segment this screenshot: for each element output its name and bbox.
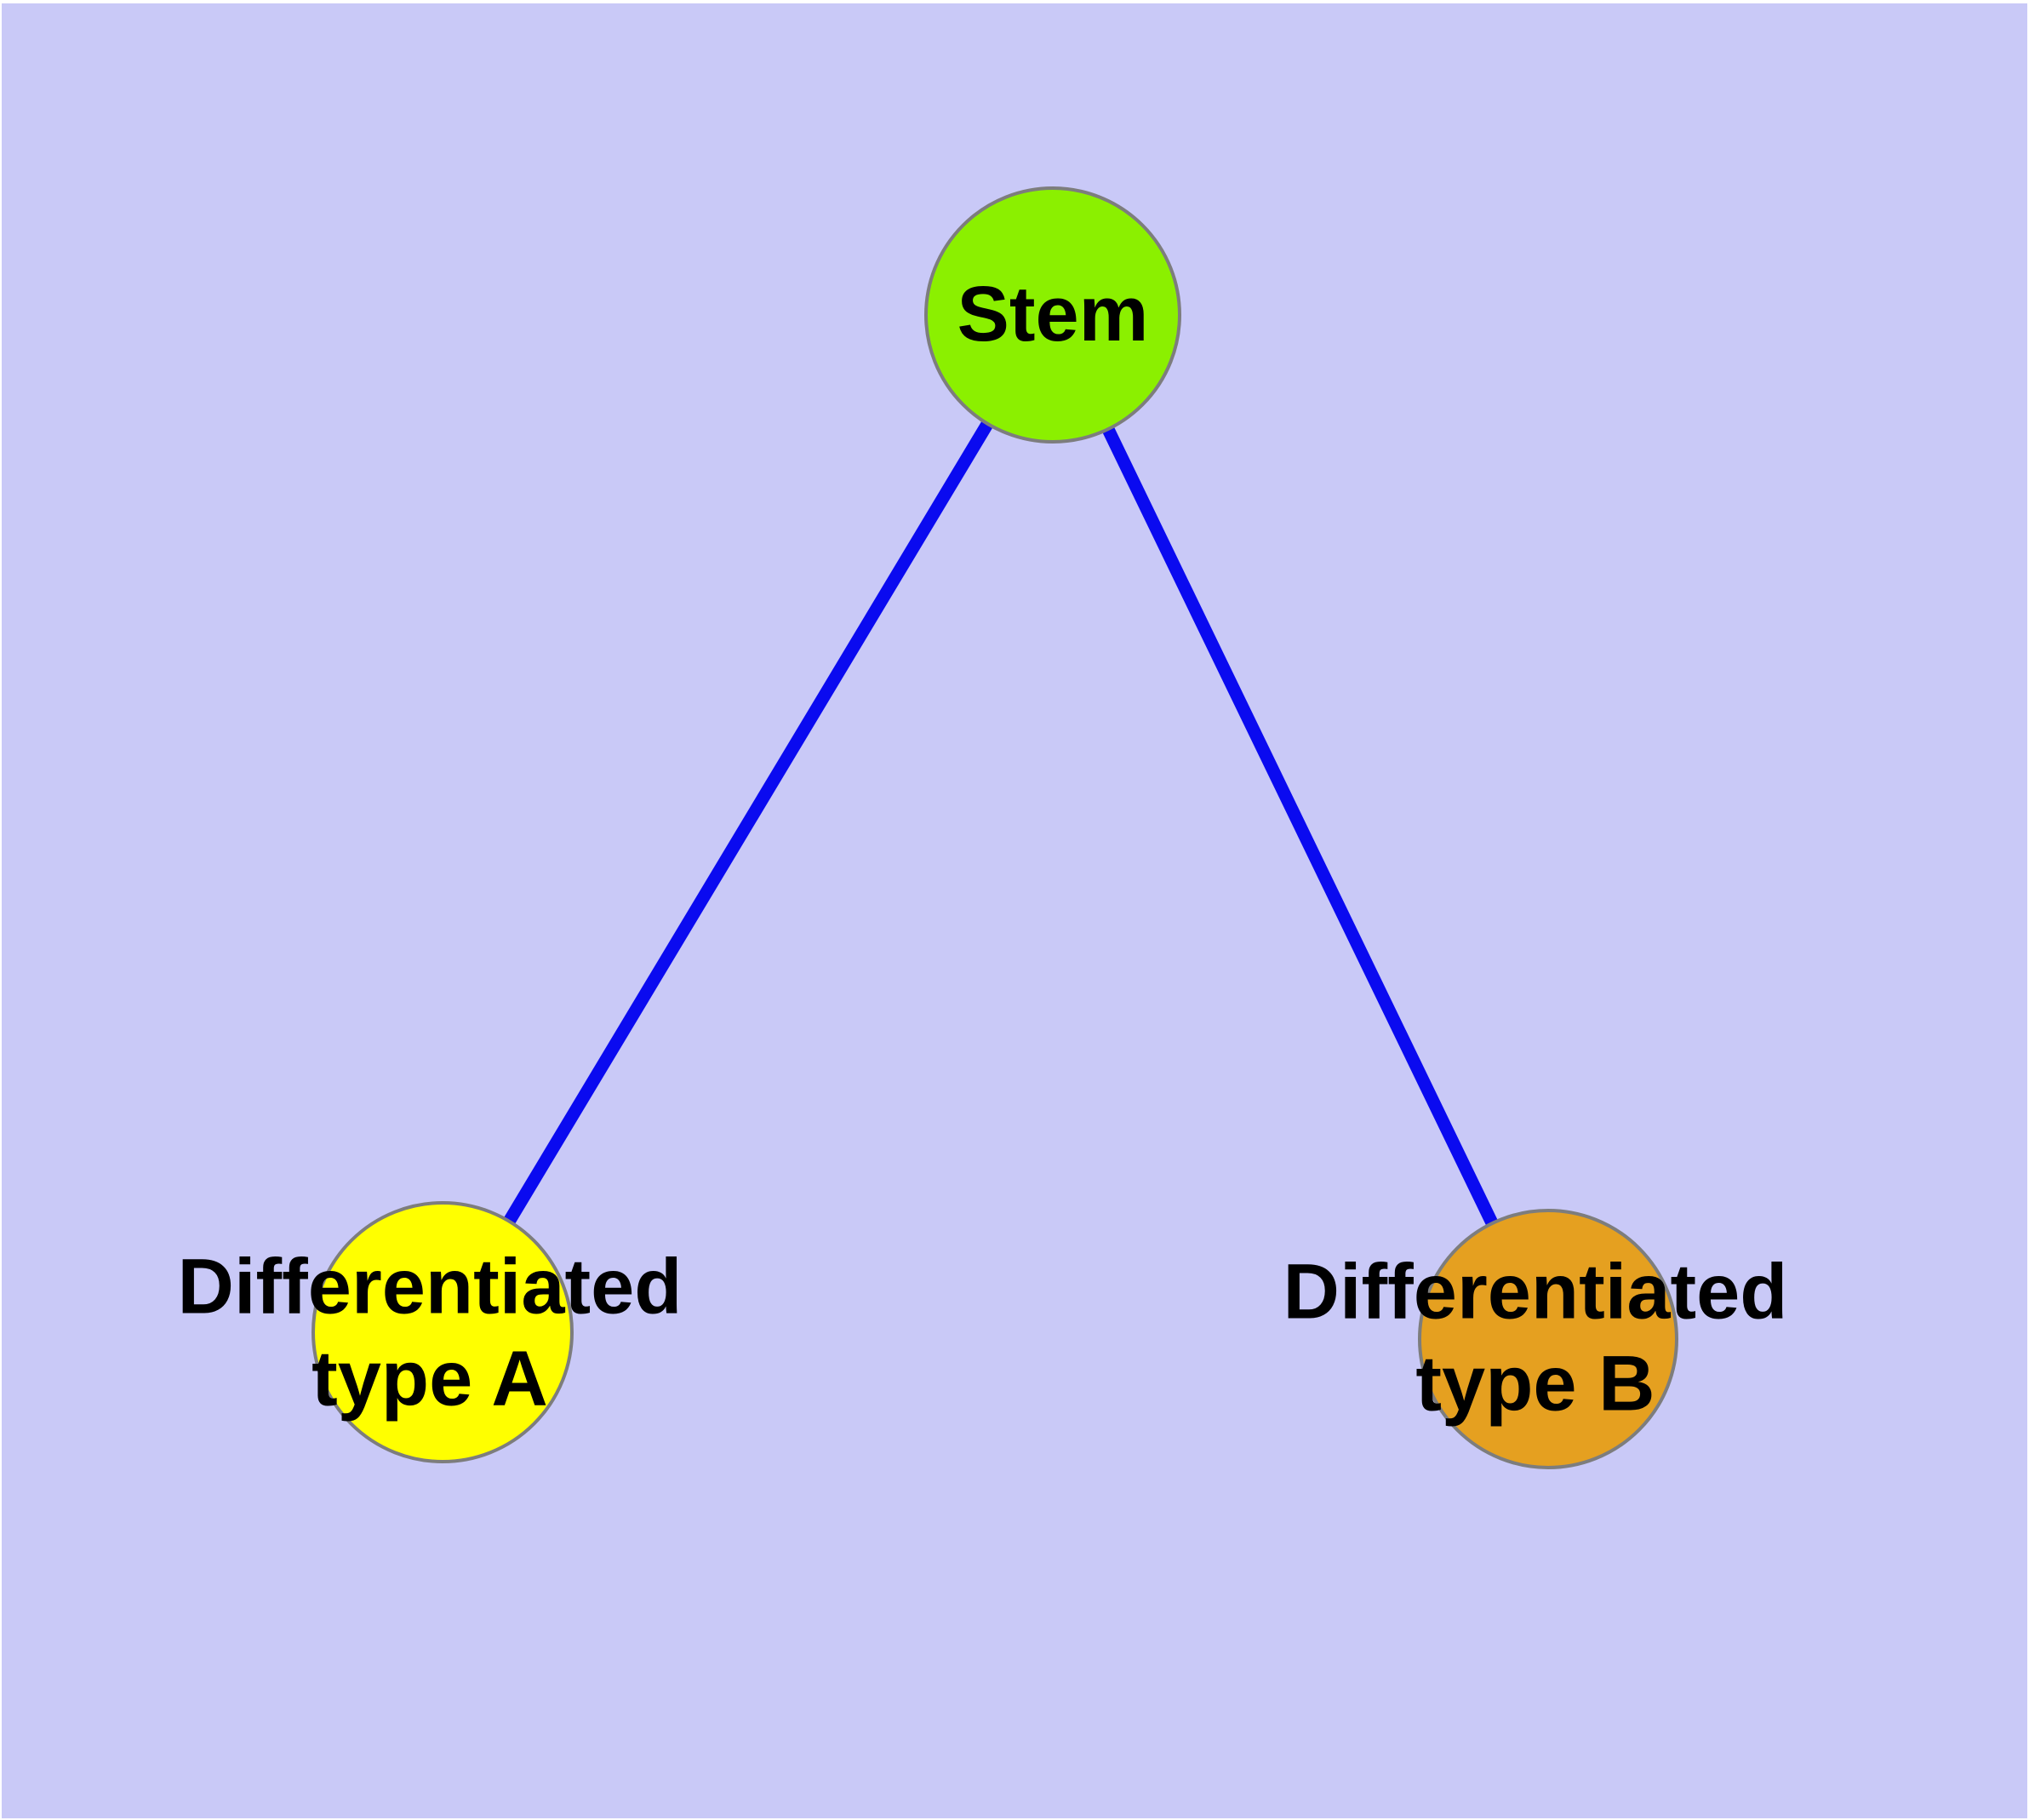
node-differentiated-type-a — [311, 1201, 574, 1463]
node-differentiated-type-b — [1418, 1209, 1678, 1469]
edge-stem-to-type-a — [437, 312, 1059, 1336]
graph-svg — [311, 186, 1678, 1469]
edge-stem-to-type-b — [1047, 312, 1554, 1342]
node-stem — [924, 186, 1181, 444]
graph-canvas: Stem Differentiated type A Differentiate… — [2, 3, 2027, 1818]
